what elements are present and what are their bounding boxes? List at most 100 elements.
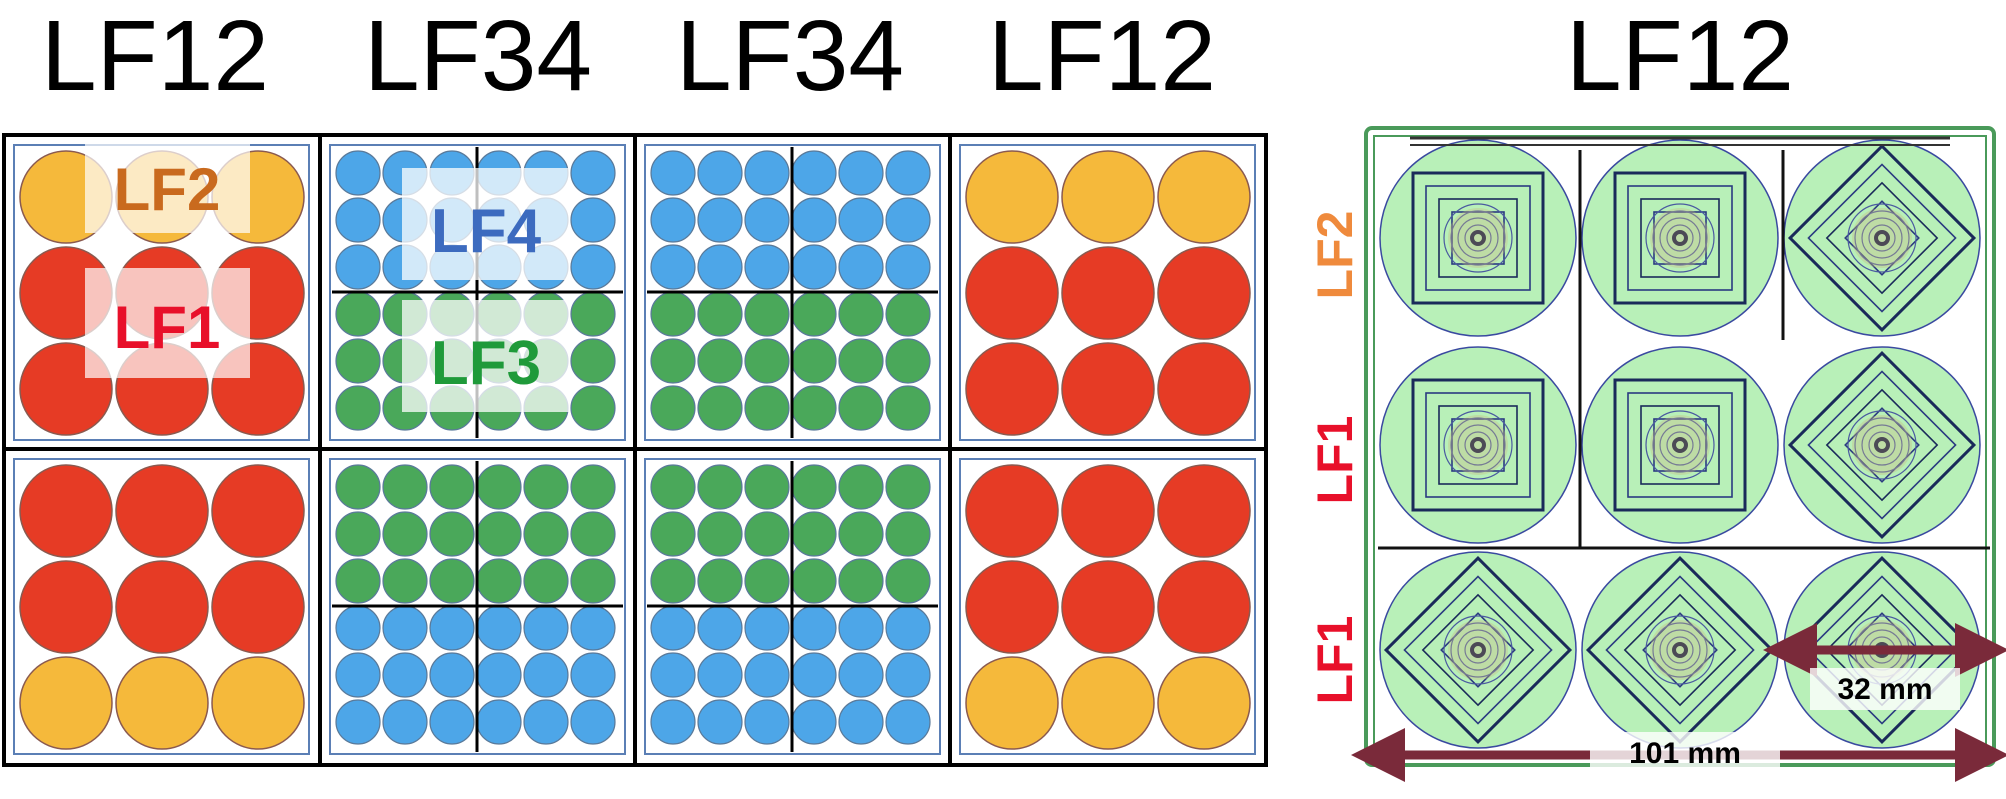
- wafer-wiring: [1378, 150, 1990, 550]
- lf4-pixel: [697, 652, 743, 698]
- side-label-lf1-row3: LF1: [1307, 616, 1363, 705]
- lf3-pixel: [335, 464, 381, 510]
- spiral-ring: [1443, 615, 1513, 685]
- lf1-pixel: [19, 464, 113, 558]
- lf4-pixel: [335, 652, 381, 698]
- column-title-lf12-1: LF12: [41, 0, 269, 112]
- lf2-pixel: [19, 656, 113, 750]
- lf4-pixel: [744, 605, 790, 651]
- lf3-pixel: [523, 558, 569, 604]
- lf3-pixel: [697, 338, 743, 384]
- column-title-lf34-2: LF34: [676, 0, 904, 112]
- lf4-pixel: [429, 605, 475, 651]
- spiral-ring: [1868, 431, 1896, 459]
- lf3-pixel: [476, 511, 522, 557]
- tag-lf1-label: LF1: [114, 294, 221, 361]
- tag-lf2-label: LF2: [114, 156, 221, 223]
- lf12-module-bottom-right: [959, 458, 1256, 755]
- lf3-pixel: [570, 385, 616, 431]
- lf1-pixel: [965, 246, 1059, 340]
- lf3-pixel: [885, 291, 931, 337]
- lf3-pixel: [697, 291, 743, 337]
- lf4-pixel: [697, 150, 743, 196]
- lf3-pixel: [791, 464, 837, 510]
- lf3-pixel: [335, 558, 381, 604]
- lf4-pixel: [650, 605, 696, 651]
- spiral-ring: [1457, 217, 1499, 259]
- lf3-pixel: [885, 338, 931, 384]
- lf4-pixel: [791, 244, 837, 290]
- spiral-ring: [1645, 203, 1715, 273]
- lf2-pixel: [965, 656, 1059, 750]
- lf4-pixel: [791, 605, 837, 651]
- lf4-pixel: [650, 150, 696, 196]
- pixel-width-dimension: 32 mm: [1763, 623, 2006, 710]
- lf3-pixel: [838, 338, 884, 384]
- module-outline: [644, 458, 941, 755]
- spiral-ring: [1450, 417, 1506, 473]
- lf3-pixel: [885, 511, 931, 557]
- lf3-pixel: [570, 558, 616, 604]
- spiral-ring: [1645, 410, 1715, 480]
- lf2-pixel: [211, 656, 305, 750]
- spiral-ring: [1847, 203, 1917, 273]
- lf3-pixel: [838, 385, 884, 431]
- lf4-pixel: [791, 197, 837, 243]
- lf4-pixel: [697, 244, 743, 290]
- lf1-pixel: [965, 342, 1059, 436]
- module-outline: [329, 144, 626, 441]
- center-feed: [1448, 208, 1508, 268]
- lf1-pixel: [115, 560, 209, 654]
- antenna-pattern: [1585, 555, 1775, 745]
- spiral-ring: [1457, 629, 1499, 671]
- lf1-pixel: [115, 464, 209, 558]
- spiral-ring: [1854, 417, 1910, 473]
- lf4-pixel: [523, 699, 569, 745]
- lf4-pixel: [429, 652, 475, 698]
- lf3-pixel: [744, 511, 790, 557]
- lf3-pixel: [570, 291, 616, 337]
- lf4-pixel: [885, 244, 931, 290]
- lf1-pixel: [1061, 246, 1155, 340]
- spiral-ring: [1450, 210, 1506, 266]
- lf1-pixel: [1157, 342, 1251, 436]
- detector-pixel-body: [1379, 346, 1577, 544]
- lf2-pixel: [965, 150, 1059, 244]
- lf4-pixel: [382, 699, 428, 745]
- lf4-pixel: [335, 244, 381, 290]
- lf4-pixel: [838, 244, 884, 290]
- spiral-ring: [1443, 203, 1513, 273]
- detector-pixel: [1379, 346, 1577, 544]
- lf4-pixel: [429, 699, 475, 745]
- lf4-pixel: [838, 150, 884, 196]
- lf3-pixel: [523, 464, 569, 510]
- lf4-pixel: [791, 150, 837, 196]
- spiral-ring: [1659, 217, 1701, 259]
- lf4-pixel: [838, 699, 884, 745]
- spiral-ring: [1672, 642, 1688, 658]
- tag-lf4-box: [402, 168, 570, 280]
- lf3-pixel: [335, 385, 381, 431]
- lf3-pixel: [476, 464, 522, 510]
- lf3-pixel: [570, 338, 616, 384]
- lf4-pixel: [476, 605, 522, 651]
- lf1-pixel: [965, 560, 1059, 654]
- detector-pixel: [1581, 346, 1779, 544]
- lf4-pixel: [570, 197, 616, 243]
- lf3-pixel: [744, 385, 790, 431]
- antenna-pattern: [1787, 350, 1977, 540]
- lf3-pixel: [697, 464, 743, 510]
- lf4-pixel: [744, 699, 790, 745]
- lf4-pixel: [885, 652, 931, 698]
- lf4-pixel: [650, 244, 696, 290]
- tag-lf3-label: LF3: [431, 329, 541, 398]
- lf2-pixel: [1157, 150, 1251, 244]
- lf2-pixel: [115, 656, 209, 750]
- lf1-pixel: [211, 560, 305, 654]
- pixel-width-label: 32 mm: [1837, 673, 1932, 706]
- lf34-module-bottom-2: [644, 458, 941, 755]
- lf3-pixel: [744, 338, 790, 384]
- lf4-pixel: [885, 150, 931, 196]
- lf3-pixel: [382, 511, 428, 557]
